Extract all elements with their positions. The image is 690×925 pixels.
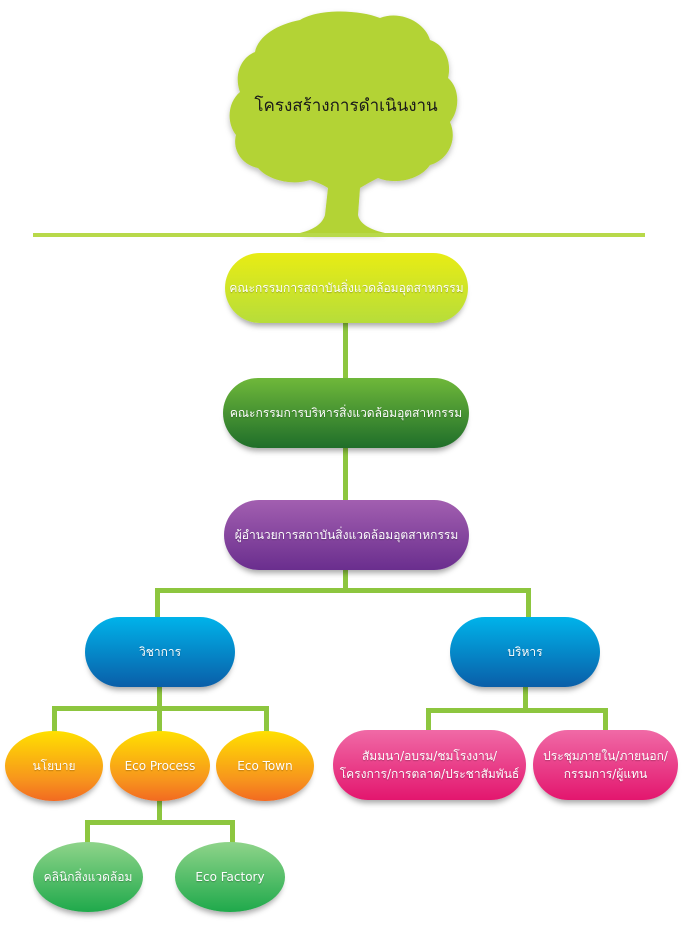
node-label-line: กรรมการ/ผู้แทน [563,767,648,781]
node-label: คณะกรรมการสถาบันสิ่งแวดล้อมอุตสาหกรรม [229,281,464,295]
node-label: ประชุมภายใน/ภายนอก/ กรรมการ/ผู้แทน [543,747,668,783]
node-label: Eco Factory [195,870,265,884]
node-seminar-marketing[interactable]: สัมมนา/อบรม/ชมโรงงาน/ โครงการ/การตลาด/ปร… [333,730,526,800]
connector-line [157,684,162,708]
node-label: Eco Process [124,759,196,773]
node-label-line: ประชุมภายใน/ภายนอก/ [543,749,668,763]
connector-line [426,708,431,732]
node-management-committee[interactable]: คณะกรรมการบริหารสิ่งแวดล้อมอุตสาหกรรม [223,378,469,448]
connector-line [157,706,162,734]
node-label: นโยบาย [32,759,76,773]
connector-line [343,568,348,590]
connector-line [155,588,160,620]
connector-line [52,706,57,734]
node-institute-committee[interactable]: คณะกรรมการสถาบันสิ่งแวดล้อมอุตสาหกรรม [225,253,468,323]
connector-line [85,820,90,844]
tree-icon [33,11,645,237]
connector-line [526,588,531,620]
node-label: คณะกรรมการบริหารสิ่งแวดล้อมอุตสาหกรรม [229,406,463,420]
node-label-line: โครงการ/การตลาด/ประชาสัมพันธ์ [339,767,520,781]
connector-line [343,322,348,380]
node-eco-town[interactable]: Eco Town [216,731,314,801]
page-title: โครงสร้างการดำเนินงาน [254,96,438,116]
connector-line [85,820,235,825]
node-director[interactable]: ผู้อำนวยการสถาบันสิ่งแวดล้อมอุตสาหกรรม [224,500,469,570]
connector-line [523,684,528,710]
connector-line [603,708,608,732]
connector-line [343,446,348,502]
node-label: Eco Town [237,759,293,773]
node-eco-process[interactable]: Eco Process [110,731,210,801]
node-label: สัมมนา/อบรม/ชมโรงงาน/ โครงการ/การตลาด/ปร… [340,747,520,783]
ground-line [33,233,645,237]
node-label: บริหาร [507,645,543,659]
connector-line [264,706,269,734]
connector-line [157,798,162,822]
node-label: วิชาการ [138,645,182,659]
node-label-line: สัมมนา/อบรม/ชมโรงงาน/ [361,749,497,763]
node-env-clinic[interactable]: คลินิกสิ่งแวดล้อม [33,842,143,912]
connector-line [155,588,531,593]
node-administration[interactable]: บริหาร [450,617,600,687]
node-eco-factory[interactable]: Eco Factory [175,842,285,912]
node-meetings[interactable]: ประชุมภายใน/ภายนอก/ กรรมการ/ผู้แทน [533,730,678,800]
node-label: คลินิกสิ่งแวดล้อม [43,870,133,884]
node-academic[interactable]: วิชาการ [85,617,235,687]
node-policy[interactable]: นโยบาย [5,731,103,801]
connector-line [426,708,608,713]
connector-line [230,820,235,844]
node-label: ผู้อำนวยการสถาบันสิ่งแวดล้อมอุตสาหกรรม [234,528,459,542]
